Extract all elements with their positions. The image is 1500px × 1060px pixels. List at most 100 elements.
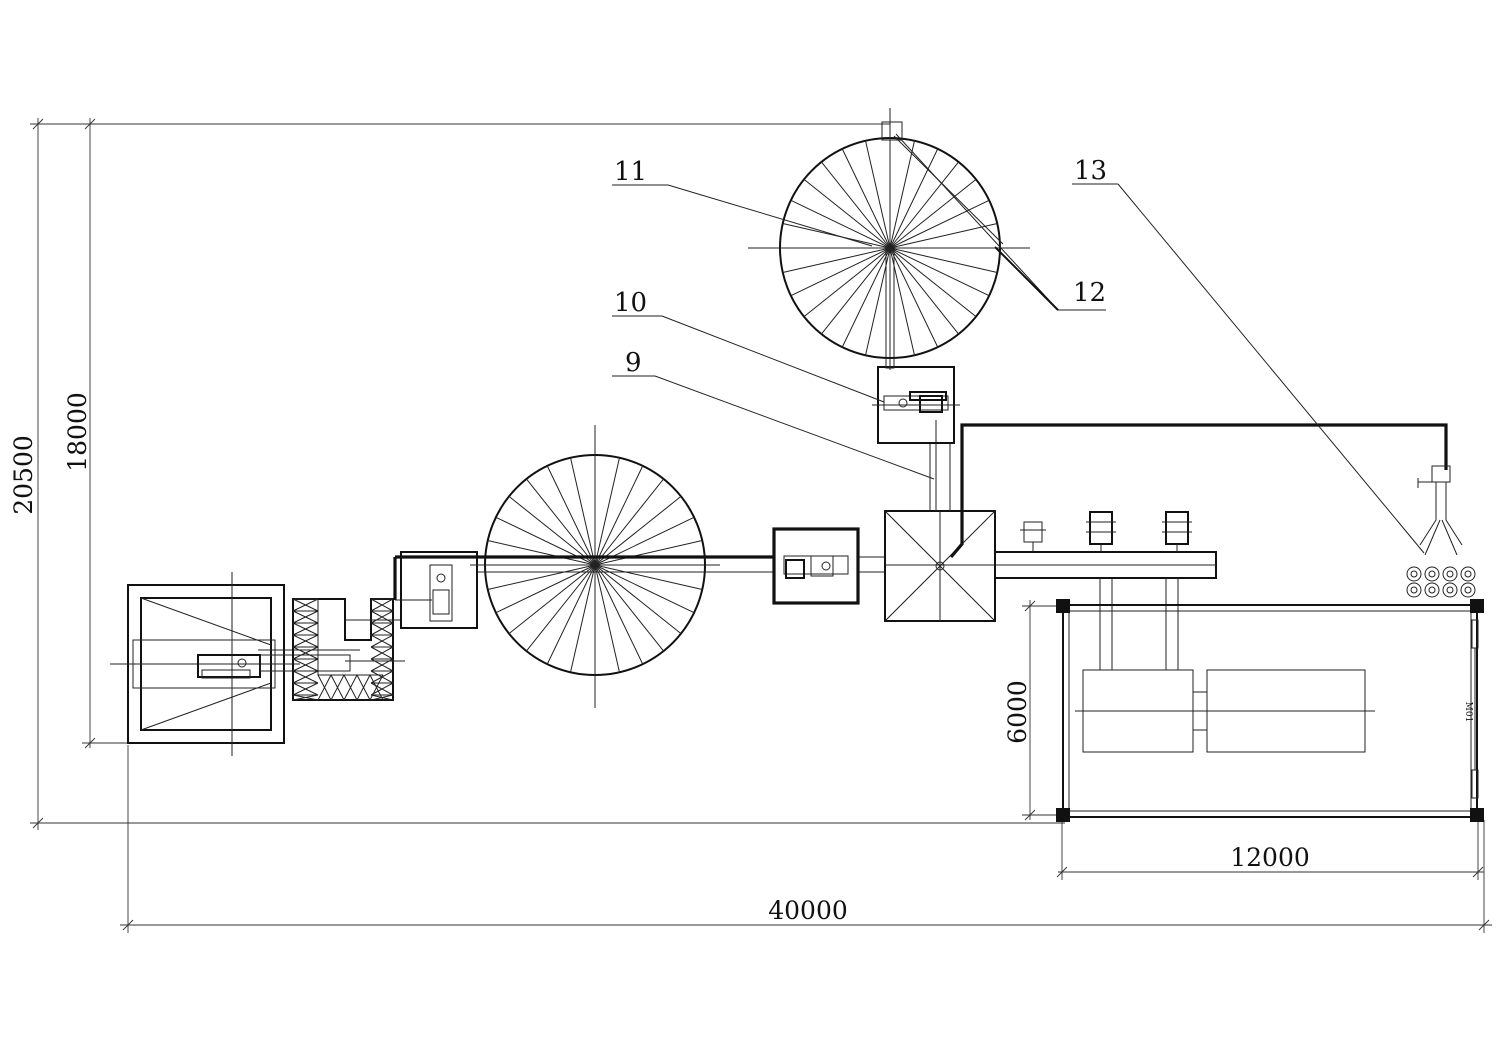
upper-wheel — [748, 108, 1030, 370]
coil-ring — [1406, 566, 1422, 582]
wheel-spoke — [803, 179, 891, 249]
callout-labels: 11 12 10 9 13 — [614, 156, 1107, 378]
wheel-spoke — [889, 247, 998, 273]
wheel-spoke — [782, 247, 891, 273]
wheel-spoke — [841, 247, 891, 348]
truss-brace — [370, 634, 394, 648]
wheel-spoke — [594, 564, 644, 665]
truss-frame — [292, 598, 405, 701]
coil-ring — [1424, 566, 1440, 582]
left-tank — [110, 572, 360, 756]
vertical-shaft — [929, 420, 951, 511]
wheel-spoke — [889, 148, 939, 249]
wheel-spoke — [594, 564, 682, 634]
wheel-spoke — [495, 564, 596, 614]
wheel-spoke — [546, 465, 596, 566]
motor-3 — [1162, 511, 1192, 552]
leader-lines — [612, 133, 1425, 554]
dim-room-width: 12000 — [1230, 843, 1310, 872]
truss-brace — [292, 610, 319, 624]
truss-brace — [370, 598, 394, 612]
label-13: 13 — [1074, 156, 1107, 186]
truss-brace — [292, 634, 319, 648]
pipe-run — [949, 423, 1476, 598]
wheel-spoke — [508, 564, 596, 634]
label-10: 10 — [614, 288, 647, 318]
truss-brace — [343, 674, 358, 701]
coil-ring — [1460, 566, 1476, 582]
coil-core — [1428, 586, 1436, 594]
upper-drive-box — [872, 366, 960, 444]
coil-core — [1464, 586, 1472, 594]
wheel-spoke — [889, 140, 915, 249]
dim-overall-height: 20500 — [9, 435, 38, 515]
truss-brace — [292, 622, 319, 636]
wheel-spoke — [889, 247, 990, 297]
wheel-spoke — [821, 247, 891, 335]
drive-box-left — [393, 551, 478, 629]
wheel-spoke — [790, 199, 891, 249]
wheel-spoke — [570, 457, 596, 566]
truss-brace — [292, 682, 319, 696]
wheel-spoke — [594, 564, 664, 652]
wheel-spoke — [487, 564, 596, 590]
wheel-spoke — [546, 564, 596, 665]
dimension-lines — [30, 118, 1492, 933]
truss-brace — [370, 622, 394, 636]
wheel-spoke — [841, 148, 891, 249]
wheel-spoke — [594, 465, 644, 566]
wheel-spoke — [570, 564, 596, 673]
wheel-spoke — [594, 564, 703, 590]
label-12: 12 — [1073, 278, 1106, 308]
wheel-spoke — [594, 457, 620, 566]
truss-brace — [292, 646, 319, 660]
wheel-spoke — [889, 247, 959, 335]
label-9: 9 — [625, 348, 642, 378]
dim-overall-width: 40000 — [768, 896, 848, 925]
motor-2 — [1086, 511, 1116, 552]
truss-brace — [292, 598, 319, 612]
truss-brace — [370, 646, 394, 660]
coil-core — [1410, 586, 1418, 594]
wheel-spoke — [594, 496, 682, 566]
truss-brace — [369, 674, 384, 701]
coil-core — [1464, 570, 1472, 578]
motor-1 — [1020, 521, 1046, 552]
machine-room: M01 — [1056, 599, 1484, 822]
coil-core — [1410, 570, 1418, 578]
wheel-spoke — [865, 140, 891, 249]
wheel-spoke — [526, 564, 596, 652]
truss-brace — [292, 658, 319, 672]
coil-ring — [1442, 582, 1458, 598]
wheel-spoke — [594, 564, 695, 614]
wheel-spoke — [889, 247, 939, 348]
wheel-spoke — [889, 161, 959, 249]
drive-box-middle — [772, 527, 860, 605]
wheel-spoke — [790, 247, 891, 297]
wheel-spoke — [889, 199, 990, 249]
wheel-spoke — [526, 478, 596, 566]
wheel-spoke — [487, 540, 596, 566]
left-wheel — [470, 425, 720, 708]
wheel-spoke — [594, 478, 664, 566]
central-hopper — [884, 510, 996, 622]
truss-brace — [370, 682, 394, 696]
coil-core — [1428, 570, 1436, 578]
room-tag: M01 — [1463, 702, 1473, 723]
wheel-spoke — [594, 564, 620, 673]
truss-brace — [330, 674, 345, 701]
truss-brace — [292, 694, 319, 701]
wheel-spoke — [889, 247, 977, 317]
wheel-spoke — [508, 496, 596, 566]
wheel-spoke — [803, 247, 891, 317]
coil-core — [1446, 586, 1454, 594]
truss-brace — [370, 610, 394, 624]
coil-ring — [1442, 566, 1458, 582]
coil-core — [1446, 570, 1454, 578]
dim-inner-height: 18000 — [63, 392, 92, 472]
label-11: 11 — [614, 157, 647, 187]
wheel-spoke — [594, 540, 703, 566]
dim-room-height: 6000 — [1003, 680, 1032, 744]
coil-ring — [1424, 582, 1440, 598]
